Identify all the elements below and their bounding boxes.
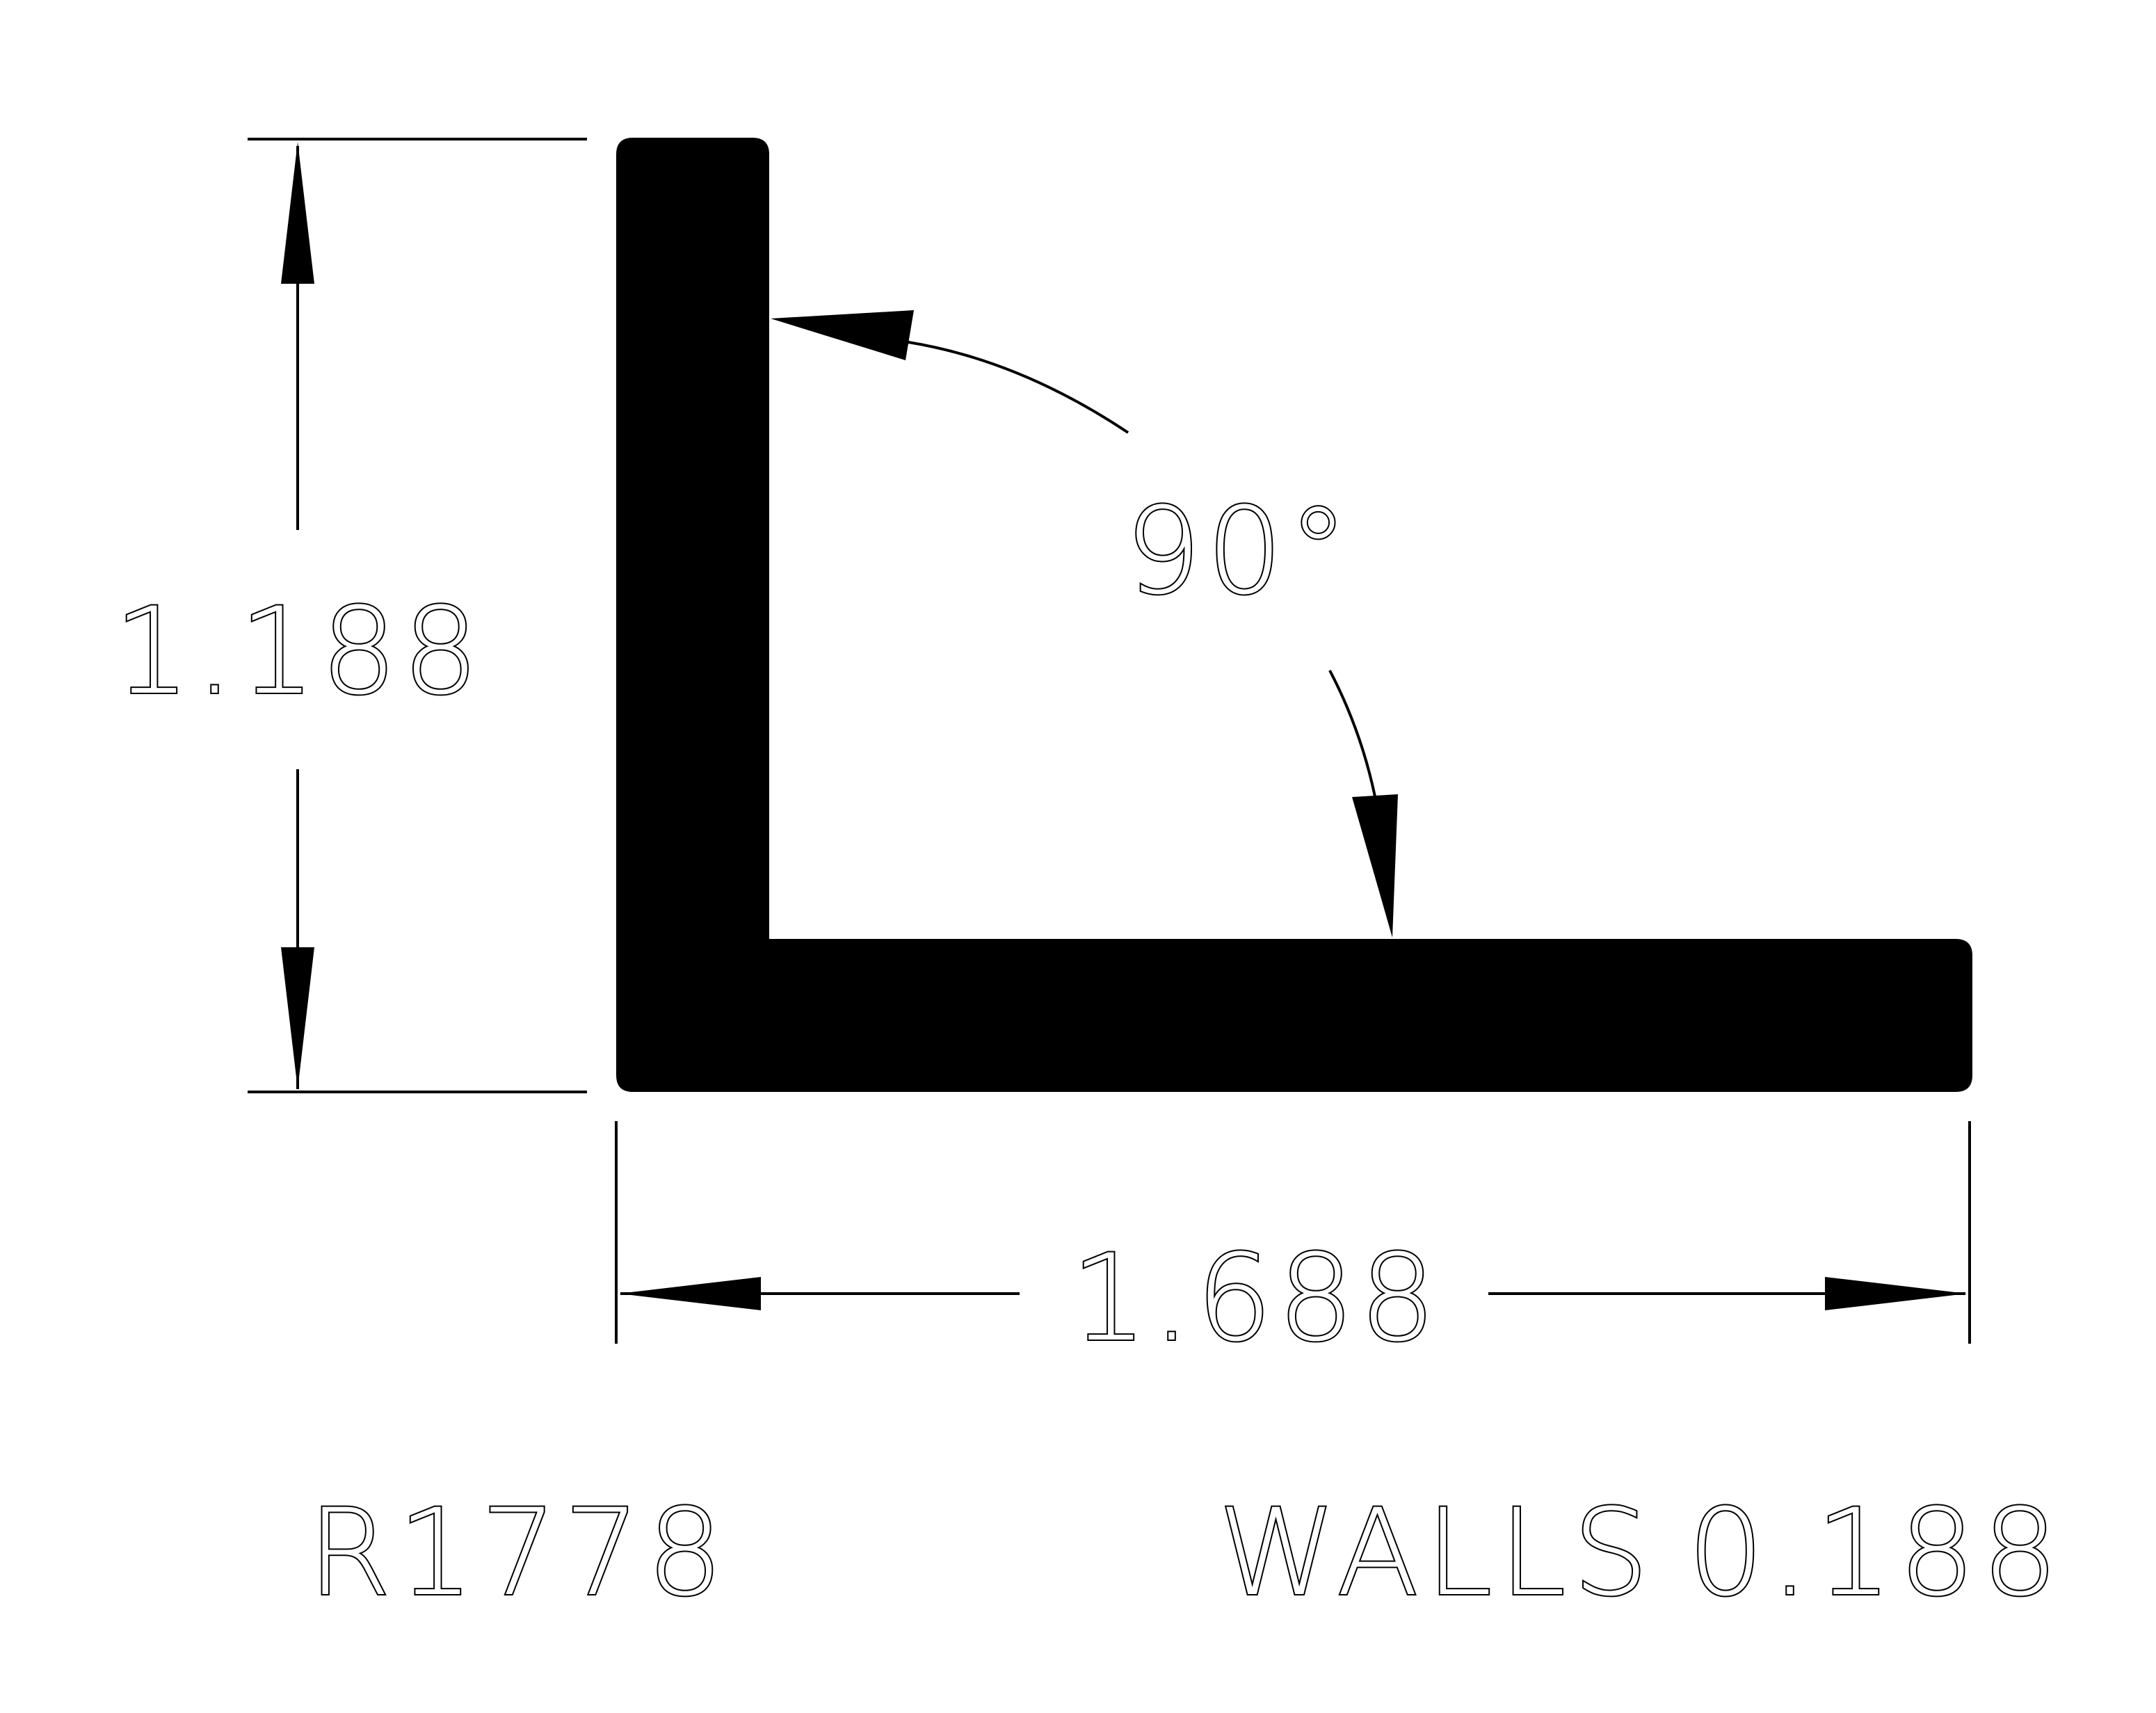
width-dimension: 1.688 <box>615 1121 1971 1369</box>
height-arrow-up <box>281 142 314 284</box>
angle-dimension: 90° <box>771 310 1398 938</box>
width-arrow-right <box>1825 1277 1967 1310</box>
angle-arrow-to-horizontal <box>1352 794 1398 938</box>
width-dimension-label: 1.688 <box>1071 1228 1441 1368</box>
height-dimension-label: 1.188 <box>114 581 484 721</box>
angle-arc-lower <box>1328 670 1377 801</box>
width-arrow-left <box>619 1277 761 1310</box>
angle-arc-upper <box>908 341 1129 434</box>
part-number-label: R1778 <box>307 1483 730 1623</box>
angle-arrow-to-vertical <box>771 310 914 360</box>
walls-value: 0.188 <box>1688 1483 2065 1623</box>
height-arrow-down <box>281 947 314 1089</box>
l-angle-profile <box>616 138 1972 1092</box>
height-dimension: 1.188 <box>113 138 587 1093</box>
angle-dimension-label: 90° <box>1125 481 1354 621</box>
walls-label: WALLS <box>1218 1483 1655 1623</box>
